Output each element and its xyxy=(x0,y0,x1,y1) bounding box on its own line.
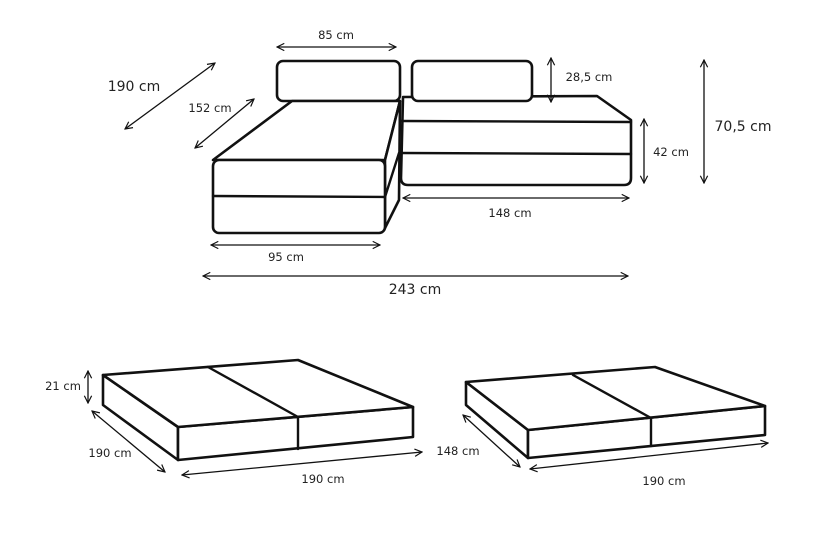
dim-label-chaise-width: 95 cm xyxy=(268,250,304,264)
bed-configuration-large xyxy=(101,358,415,462)
dim-label-bed1-width: 190 cm xyxy=(301,472,344,486)
dim-label-seat-height: 42 cm xyxy=(653,145,689,159)
chaise-module xyxy=(211,59,402,235)
dim-arrow-chaise-depth xyxy=(195,99,254,148)
dim-arrow-bed1-depth xyxy=(92,411,165,472)
dim-label-bed1-thickness: 21 cm xyxy=(45,379,81,393)
dim-arrow-bed2-width xyxy=(530,443,768,469)
dim-arrow-bed2-depth xyxy=(463,415,520,467)
dim-label-backrest-width: 85 cm xyxy=(318,28,354,42)
dim-label-total-depth: 190 cm xyxy=(108,79,161,95)
dim-arrow-bed1-width xyxy=(182,452,422,475)
bed-configuration-small xyxy=(464,365,767,460)
dim-label-sofa-width: 148 cm xyxy=(488,206,531,220)
dim-label-chaise-depth: 152 cm xyxy=(188,101,231,115)
dim-label-backrest-height: 28,5 cm xyxy=(566,70,613,84)
sofa-module xyxy=(399,59,633,187)
dim-label-bed2-width: 190 cm xyxy=(642,474,685,488)
dim-arrow-total-depth xyxy=(125,63,215,129)
dim-label-total-height: 70,5 cm xyxy=(715,119,772,135)
dim-label-total-width: 243 cm xyxy=(389,282,442,298)
dim-label-bed2-depth: 148 cm xyxy=(436,444,479,458)
dim-label-bed1-depth: 190 cm xyxy=(88,446,131,460)
